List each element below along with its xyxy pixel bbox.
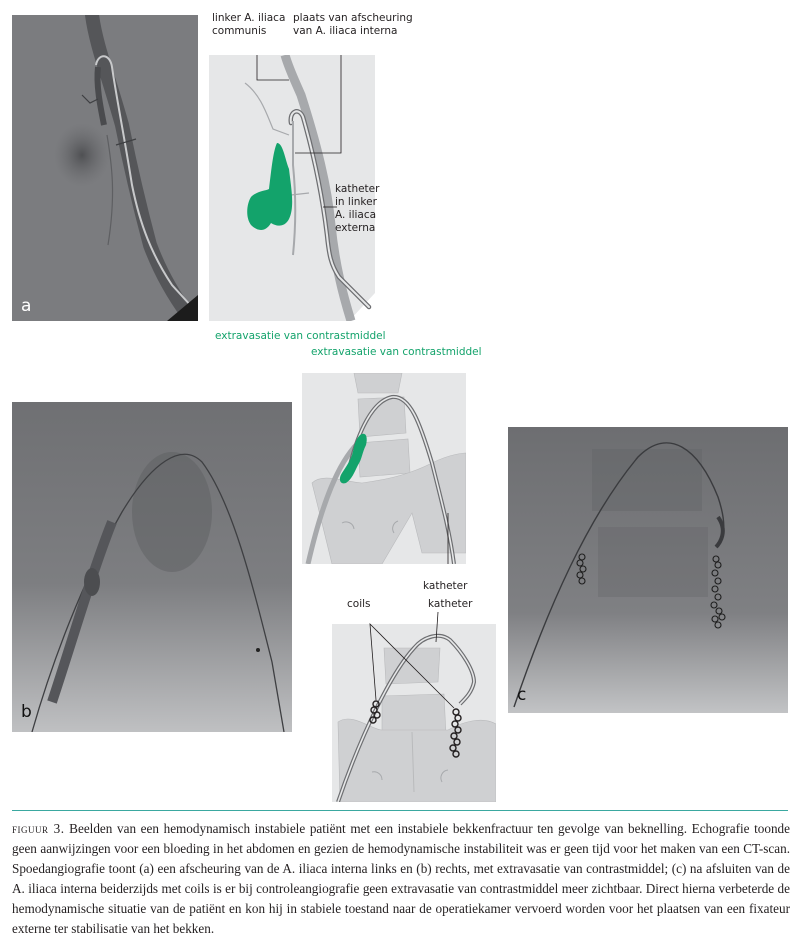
- label-catheter-c: katheter: [428, 598, 473, 610]
- angiogram-c: c: [508, 427, 788, 713]
- diagram-a: [209, 53, 375, 323]
- diagram-b-illustration: [302, 372, 467, 565]
- angiogram-b: b: [12, 402, 292, 732]
- angiogram-b-image: [12, 402, 292, 732]
- label-coils: coils: [347, 598, 371, 610]
- caption-divider: [12, 810, 788, 811]
- extravasation-shape-b: [339, 433, 367, 484]
- coils-right-xray: [710, 555, 726, 629]
- panel-label-b: b: [21, 702, 32, 722]
- diagram-a-illustration: [209, 53, 375, 323]
- label-catheter-b: katheter: [423, 580, 468, 592]
- figure-caption: figuur 3. Beelden van een hemodynamisch …: [12, 819, 790, 939]
- label-common-iliac: linker A. iliaca communis: [212, 12, 286, 37]
- label-extravasation-a: extravasatie van contrastmiddel: [215, 330, 386, 342]
- angiogram-a: a: [12, 15, 198, 321]
- angiogram-c-image: [508, 427, 788, 713]
- label-extravasation-b: extravasatie van contrastmiddel: [311, 346, 482, 358]
- angiogram-a-image: [12, 15, 198, 321]
- caption-text: Beelden van een hemodynamisch instabiele…: [12, 821, 790, 936]
- panel-label-c: c: [517, 685, 527, 705]
- coils-right: [449, 708, 462, 758]
- diagram-c-illustration: [332, 611, 497, 803]
- label-catheter-external-iliac: katheter in linker A. iliaca externa: [335, 183, 380, 234]
- panel-label-a: a: [21, 296, 32, 316]
- coils-left: [369, 700, 381, 724]
- diagram-b: [302, 372, 467, 565]
- diagram-c: [332, 611, 497, 803]
- extravasation-shape: [247, 143, 293, 230]
- figure-label: figuur 3.: [12, 821, 65, 836]
- coils-left-xray: [576, 553, 587, 585]
- label-tear-site: plaats van afscheuring van A. iliaca int…: [293, 12, 413, 37]
